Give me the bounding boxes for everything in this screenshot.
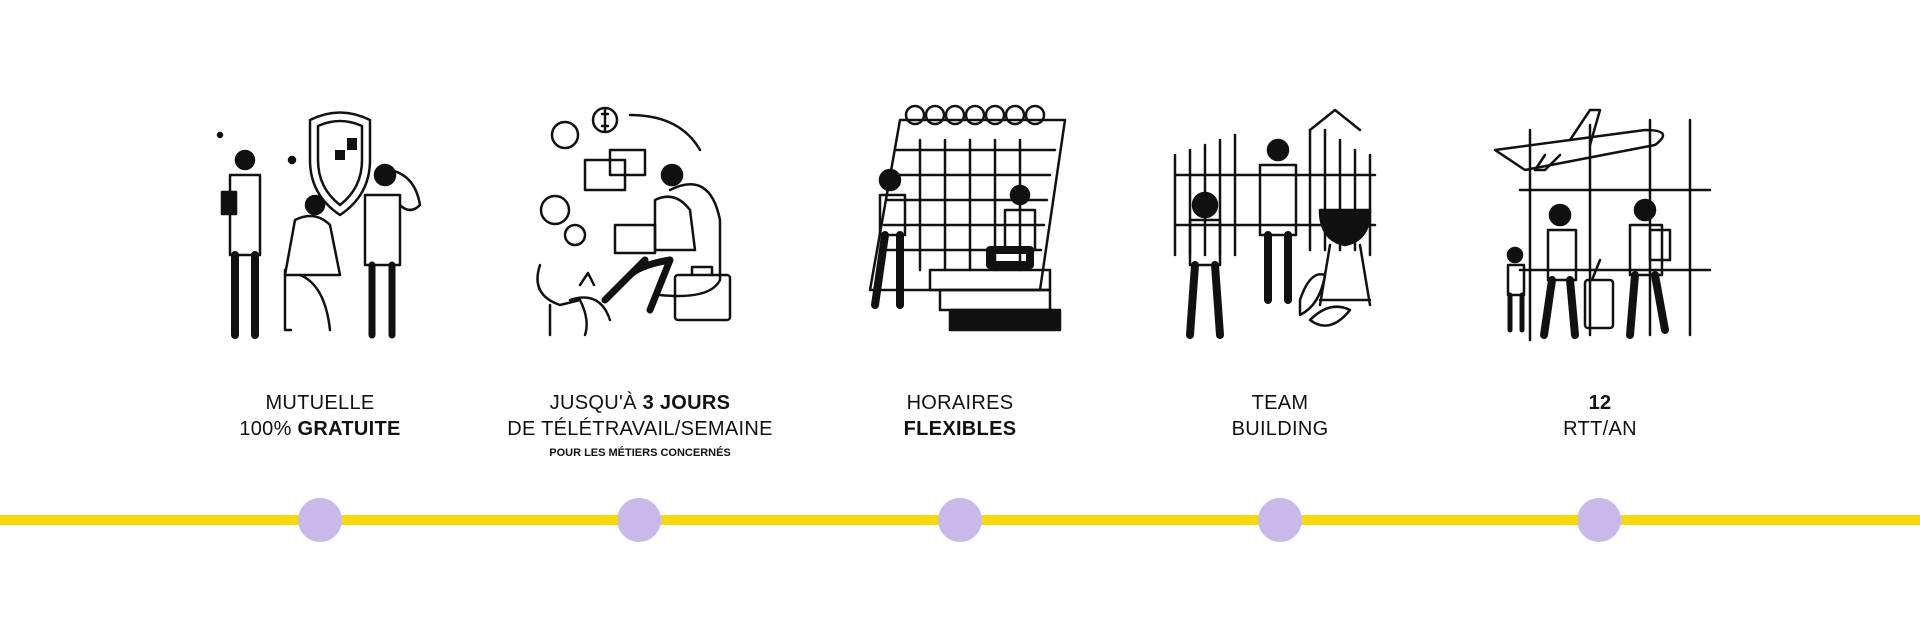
timeline-dot (938, 498, 982, 542)
benefit-team-building: TEAM BUILDING (1100, 0, 1460, 624)
benefit-subtitle: BUILDING (1231, 418, 1329, 440)
timeline-dot (617, 498, 661, 542)
benefit-title-bold: 3 JOURS (642, 392, 731, 414)
benefit-mutuelle: MUTUELLE 100% GRATUITE (140, 0, 500, 624)
timeline-dot (1258, 498, 1302, 542)
benefit-teletravail: JUSQU'À 3 JOURS DE TÉLÉTRAVAIL/SEMAINE P… (460, 0, 820, 624)
benefit-note: POUR LES MÉTIERS CONCERNÉS (549, 447, 731, 459)
team-building-illustration (1173, 108, 1377, 339)
benefit-title: TEAM (1251, 392, 1309, 414)
benefit-title: JUSQU'À (549, 392, 643, 414)
remote-work-illustration (536, 106, 732, 337)
benefit-title: HORAIRES (906, 392, 1014, 414)
benefit-title-bold: 12 (1588, 392, 1612, 414)
benefit-rtt: 12 RTT/AN (1420, 0, 1780, 624)
timeline-dot (298, 498, 342, 542)
benefit-subtitle: RTT/AN (1563, 418, 1637, 440)
benefit-title: MUTUELLE (265, 392, 375, 414)
benefit-subtitle: 100% (239, 418, 298, 440)
timeline-dot (1577, 498, 1621, 542)
benefit-horaires: HORAIRES FLEXIBLES (780, 0, 1140, 624)
flexible-schedule-illustration (868, 104, 1067, 332)
benefit-subtitle-bold: GRATUITE (297, 418, 401, 440)
vacation-travel-illustration (1493, 108, 1712, 342)
benefit-subtitle: DE TÉLÉTRAVAIL/SEMAINE (507, 418, 773, 440)
health-insurance-illustration (216, 111, 422, 339)
benefit-subtitle-bold: FLEXIBLES (903, 418, 1017, 440)
